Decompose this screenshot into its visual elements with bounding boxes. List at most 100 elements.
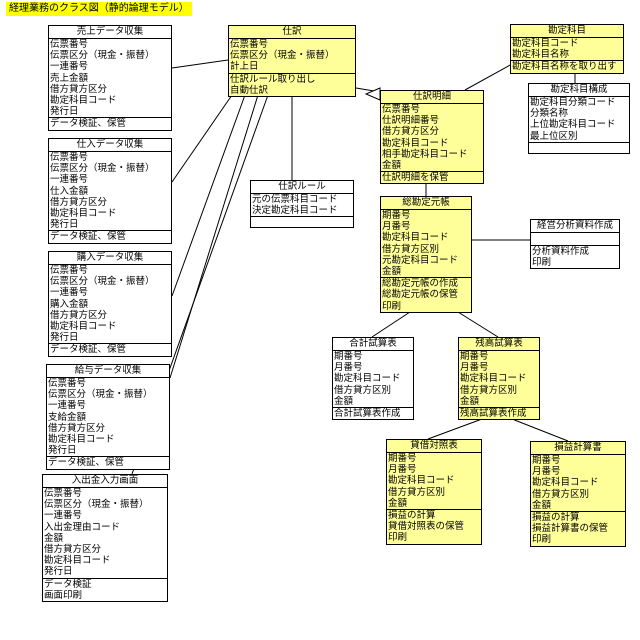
operation: データ検証、保管 [50, 231, 127, 243]
attribute: 一連番号 [44, 510, 83, 522]
class-general-ledger: 総勘定元帳期番号月番号勘定科目コード借方貸方区別元勘定科目コード金額総勘定元帳の… [380, 196, 472, 313]
attribute: 借方貸方区分 [382, 126, 440, 138]
class-operations: 仕訳明細を保管 [381, 172, 483, 183]
class-buying: 購入データ収集伝票番号伝票区分（現金・振替）一連番号購入金額借方貸方区分勘定科目… [48, 251, 172, 357]
class-attributes: 期番号月番号勘定科目コード借方貸方区別金額 [333, 351, 413, 408]
attribute: 勘定科目コード [382, 232, 449, 244]
class-journal-rule: 仕訳ルール元の伝票科目コード決定勘定科目コード [250, 180, 354, 229]
attribute: 相手勘定科目コード [382, 148, 468, 160]
attribute: 仕訳明細番号 [382, 115, 440, 127]
attribute: 発行日 [48, 445, 77, 457]
operation: データ検証、保管 [50, 344, 127, 356]
attribute: 勘定科目名称 [512, 49, 570, 61]
attribute: 支給金額 [48, 411, 87, 423]
operation: 総勘定元帳の保管 [382, 289, 459, 301]
class-income-statement: 損益計算書期番号月番号勘定科目コード借方貸方区別金額損益の計算損益計算書の保管印… [530, 441, 626, 547]
operation: 損益の計算 [532, 511, 580, 523]
attribute: 借方貸方区分 [50, 196, 108, 208]
operation: 仕訳明細を保管 [382, 172, 449, 184]
operation: 自動仕訳 [230, 84, 269, 96]
attribute: 発行日 [50, 219, 79, 231]
operation: 仕訳ルール取り出し [230, 73, 316, 85]
class-attributes: 期番号月番号勘定科目コード借方貸方区別金額 [387, 453, 481, 510]
class-attributes: 伝票番号伝票区分（現金・振替）一連番号売上金額借方貸方区分勘定科目コード発行日 [49, 39, 171, 119]
attribute: 分類名称 [530, 108, 569, 120]
class-name: 総勘定元帳 [381, 197, 471, 210]
attribute: 勘定科目分類コード [530, 97, 616, 108]
attribute: 期番号 [532, 455, 561, 466]
attribute: 月番号 [388, 464, 417, 476]
class-operations: 分析資料作成印刷 [531, 246, 619, 268]
attribute: 計上日 [230, 61, 259, 73]
class-attributes: 伝票番号伝票区分（現金・振替）一連番号支給金額借方貸方区分勘定科目コード発行日 [47, 378, 169, 458]
link-purchase-journal [171, 94, 233, 183]
attribute: 勘定科目コード [50, 207, 117, 219]
attribute: 伝票番号 [382, 104, 421, 115]
class-cash-entry: 入出金入力画面伝票番号伝票区分（現金・振替）一連番号入出金理由コード金額借方貸方… [42, 474, 168, 602]
attribute: 勘定科目コード [334, 373, 401, 385]
attribute: 入出金理由コード [44, 521, 121, 533]
class-operations: データ検証、保管 [49, 344, 171, 355]
attribute: 期番号 [382, 210, 411, 221]
attribute: 勘定科目コード [48, 433, 115, 445]
class-account: 勘定科目勘定科目コード勘定科目名称勘定科目名称を取り出す [510, 24, 624, 74]
class-operations: 損益の計算貸借対照表の保管印刷 [387, 510, 481, 544]
attribute: 月番号 [334, 362, 363, 374]
operation: データ検証、保管 [48, 457, 125, 469]
class-attributes: 元の伝票科目コード決定勘定科目コード [251, 194, 353, 218]
class-operations [251, 217, 353, 227]
attribute: 発行日 [50, 106, 79, 118]
attribute: 上位勘定科目コード [530, 119, 616, 131]
operation: 合計試算表作成 [334, 407, 401, 419]
operation: 印刷 [388, 532, 408, 544]
attribute: 借方貸方区別 [532, 488, 590, 500]
link-sales-journal [171, 59, 229, 69]
attribute: 借方貸方区別 [388, 486, 446, 498]
attribute: 月番号 [382, 221, 411, 233]
attribute: 元勘定科目コード [382, 254, 459, 266]
class-attributes: 期番号月番号勘定科目コード借方貸方区別元勘定科目コード金額 [381, 210, 471, 279]
class-name: 貸借対照表 [387, 440, 481, 453]
class-journal-detail: 仕訳明細伝票番号仕訳明細番号借方貸方区分勘定科目コード相手勘定科目コード金額仕訳… [380, 90, 484, 185]
class-operations: 残高試算表作成 [459, 408, 539, 419]
class-name: 勘定科目 [511, 25, 623, 38]
attribute: 借方貸方区別 [334, 384, 392, 396]
attribute: 勘定科目コード [388, 475, 455, 487]
operation: 印刷 [532, 257, 552, 269]
class-name: 仕訳 [229, 26, 355, 39]
link-account-detail [464, 63, 513, 91]
attribute: 伝票区分（現金・振替） [50, 163, 155, 175]
attribute: 伝票番号 [50, 39, 89, 50]
class-balance-sheet: 貸借対照表期番号月番号勘定科目コード借方貸方区別金額損益の計算貸借対照表の保管印… [386, 439, 482, 545]
class-attributes: 伝票番号伝票区分（現金・振替）一連番号入出金理由コード金額借方貸方区分勘定科目コ… [43, 488, 167, 579]
attribute: 一連番号 [50, 174, 89, 186]
attribute: 期番号 [388, 453, 417, 464]
attribute: 勘定科目コード [382, 137, 449, 149]
attribute: 一連番号 [48, 400, 87, 412]
class-operations: データ検証、保管 [49, 118, 171, 129]
class-name: 仕訳ルール [251, 181, 353, 194]
operation: 貸借対照表の保管 [388, 521, 465, 533]
class-operations: 勘定科目名称を取り出す [511, 61, 623, 72]
attribute: 発行日 [44, 566, 73, 578]
class-mgmt-analysis: 経営分析資料作成分析資料作成印刷 [530, 219, 620, 270]
attribute: 金額 [382, 265, 402, 277]
attribute: 金額 [388, 497, 408, 509]
class-name: 勘定科目構成 [529, 84, 629, 97]
class-attributes: 勘定科目コード勘定科目名称 [511, 38, 623, 62]
attribute: 伝票番号 [44, 488, 83, 499]
class-operations: 合計試算表作成 [333, 408, 413, 419]
attribute: 期番号 [460, 351, 489, 362]
attribute: 金額 [382, 159, 402, 171]
class-account-structure: 勘定科目構成勘定科目分類コード分類名称上位勘定科目コード最上位区別 [528, 83, 630, 154]
link-payroll-journal [169, 94, 259, 379]
attribute: 伝票区分（現金・振替） [50, 50, 155, 62]
link-ledger-trial-balance [457, 311, 499, 338]
class-name: 経営分析資料作成 [531, 220, 619, 233]
class-name: 売上データ収集 [49, 26, 171, 39]
class-sales: 売上データ収集伝票番号伝票区分（現金・振替）一連番号売上金額借方貸方区分勘定科目… [48, 25, 172, 131]
class-name: 損益計算書 [531, 442, 625, 455]
class-purchase-data: 仕入データ収集伝票番号伝票区分（現金・振替）一連番号仕入金額借方貸方区分勘定科目… [48, 138, 172, 244]
class-name: 購入データ収集 [49, 252, 171, 265]
attribute: 借方貸方区分 [50, 83, 108, 95]
